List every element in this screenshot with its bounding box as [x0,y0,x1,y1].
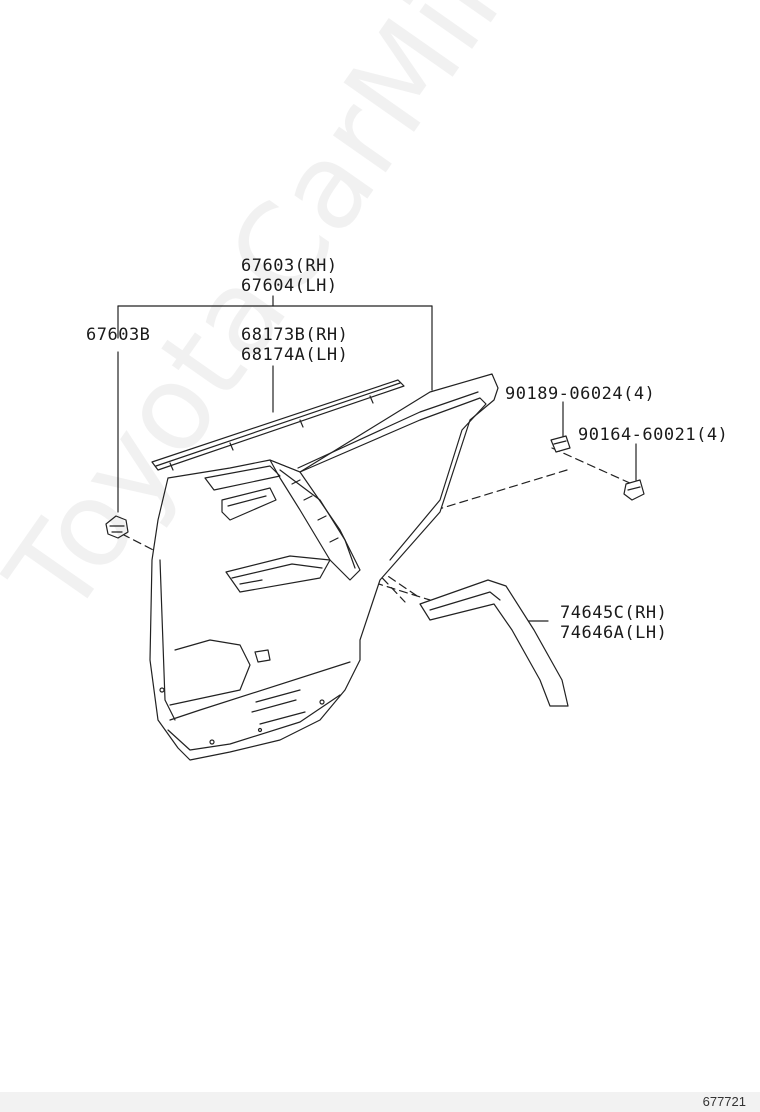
screw-fastener [623,479,645,501]
part-label-retainer: 90189-06024(4) [505,384,656,404]
retainer-fastener [550,435,571,453]
part-label-garnish-lh: 74646A(LH) [560,623,668,643]
footer-bar: 677721 [0,1092,760,1112]
part-label-screw: 90164-60021(4) [578,425,729,445]
part-label-clip: 67603B [86,325,151,345]
weatherstrip [151,379,405,471]
clip-fastener [105,515,129,539]
leader-trim-board [117,295,433,391]
diagram-code: 677721 [702,1094,746,1109]
part-label-garnish-rh: 74645C(RH) [560,603,668,623]
garnish [419,579,569,707]
part-label-weatherstrip-lh: 68174A(LH) [241,345,349,365]
door-trim-board [149,373,499,761]
part-label-weatherstrip-rh: 68173B(RH) [241,325,349,345]
part-label-trim-board-lh: 67604(LH) [241,276,338,296]
part-label-trim-board-rh: 67603(RH) [241,256,338,276]
